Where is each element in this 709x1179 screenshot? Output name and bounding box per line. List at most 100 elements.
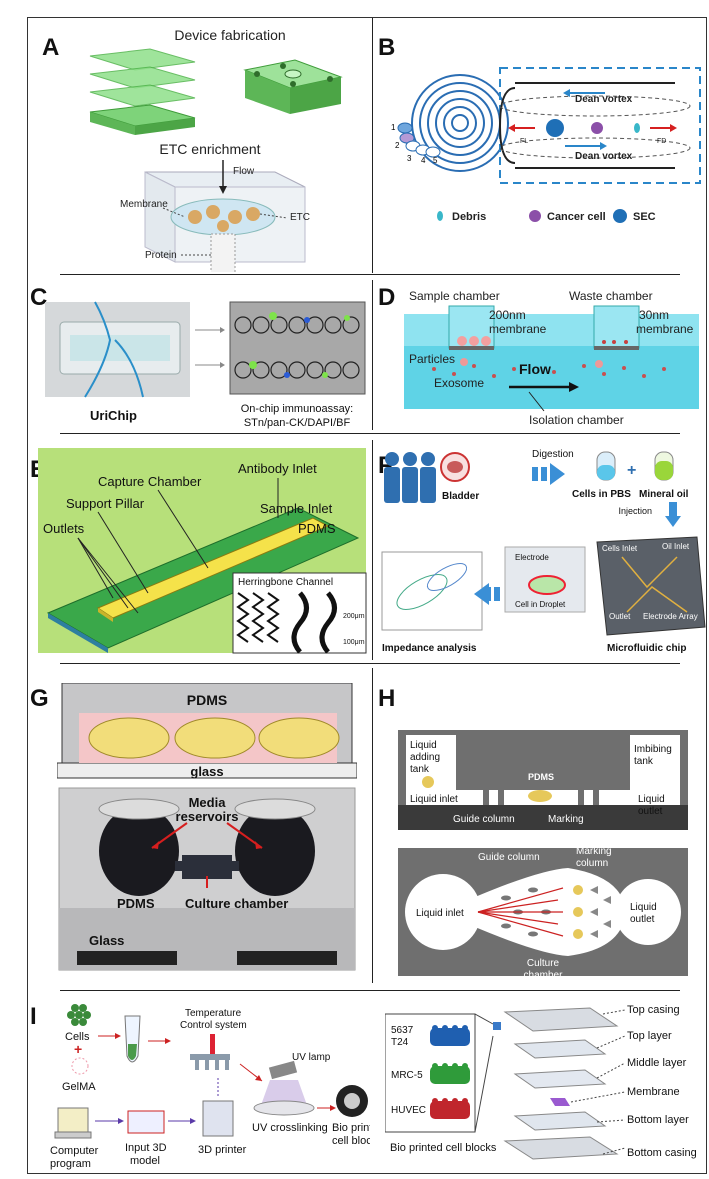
digestion-label: Digestion (532, 449, 574, 460)
pdms-label-h: PDMS (528, 772, 554, 782)
guide-column-h2: Guide column (478, 852, 540, 863)
divider-vertical-gh (372, 668, 373, 983)
outlet-5: 5 (433, 156, 438, 165)
membrane-label-a: Membrane (120, 199, 168, 210)
pdms-photo-label: PDMS (117, 896, 155, 911)
capture-chamber-label: Capture Chamber (98, 474, 202, 489)
membrane-label-i: Membrane (627, 1086, 680, 1098)
block1-label: 5637 (391, 1025, 414, 1036)
legend-debris: Debris (452, 211, 486, 223)
bladder-label: Bladder (442, 491, 479, 502)
injection-label: Injection (618, 506, 652, 516)
temp-label1: Temperature (185, 1008, 242, 1019)
top-layer-label: Top layer (627, 1030, 672, 1042)
chip-layers-exploded (89, 48, 196, 135)
panel-d-figure: Sample chamber Waste chamber 200nm membr… (404, 289, 699, 427)
outlet-4: 4 (421, 156, 426, 165)
divider-gh-i (60, 990, 680, 991)
legend-sec: SEC (633, 211, 656, 223)
pdms-label-e: PDMS (298, 521, 336, 536)
top-casing-label: Top casing (627, 1004, 680, 1016)
bottom-casing-label: Bottom casing (627, 1147, 697, 1159)
uv-lamp-label: UV lamp (292, 1052, 331, 1063)
antibody-inlet-label: Antibody Inlet (238, 461, 317, 476)
divider-vertical-ab (372, 18, 373, 273)
green-cell-block (430, 1063, 470, 1084)
scale-200: 200μm (343, 613, 365, 620)
glass-label-g: glass (190, 764, 223, 779)
impedance-plot (381, 551, 483, 631)
microfluidic-chip (596, 536, 706, 636)
protein-label: Protein (145, 250, 177, 261)
panel-b-legend: Debris Cancer cell SEC (437, 209, 656, 223)
urichip-label: UriChip (90, 408, 137, 423)
outlet-3: 3 (407, 154, 412, 163)
immunoassay-line2: STn/pan-CK/DAPI/BF (244, 417, 351, 429)
blocks-caption: Bio printed cell blocks (390, 1142, 497, 1154)
uv-cross-label: UV crosslinking (252, 1122, 328, 1134)
cells-pbs-label: Cells in PBS (572, 489, 631, 500)
culture-chamber-label: Culture chamber (185, 896, 288, 911)
bottom-layer-label: Bottom layer (627, 1114, 689, 1126)
panel-d-letter: D (378, 284, 396, 311)
liquid-outlet-h4: outlet (630, 914, 655, 925)
panel-b-letter: B (378, 34, 396, 61)
figure-frame (27, 17, 707, 1174)
outlet-1: 1 (391, 123, 396, 132)
marking-column-h1: Marking (576, 846, 612, 857)
outlets-label: Outlets (43, 521, 85, 536)
cell-droplet-label: Cell in Droplet (515, 600, 566, 609)
outlet-bulbs (397, 122, 441, 158)
waste-chamber-label: Waste chamber (569, 289, 653, 303)
culture-h2: chamber (524, 970, 564, 981)
spheroids (88, 717, 340, 759)
media-label: Media (189, 795, 227, 810)
panel-g-letter: G (30, 685, 49, 712)
liquid-inlet-h1: Liquid inlet (410, 794, 458, 805)
panel-i-figure: Cells + GelMA Temperature Control system… (50, 1004, 370, 1170)
imbibing-label2: tank (634, 756, 654, 767)
gelma-label: GelMA (62, 1081, 96, 1093)
electrode-array-label: Electrode Array (643, 612, 698, 621)
panel-h-figure: Liquid adding tank Imbibing tank PDMS Li… (398, 730, 688, 981)
block2-label: MRC-5 (391, 1070, 423, 1081)
panel-a-figure: Device fabrication ETC enrichment Flow M… (89, 27, 343, 272)
spiral-channel (411, 74, 509, 172)
panel-i-letter: I (30, 1003, 37, 1030)
cells-label-i: Cells (65, 1031, 90, 1043)
impedance-label: Impedance analysis (382, 643, 477, 654)
bio-printed-label1: Bio printed (332, 1122, 370, 1134)
membrane200-label: 200nm (489, 308, 526, 322)
flow-label-a: Flow (233, 166, 255, 177)
block1b-label: T24 (391, 1037, 409, 1048)
oil-inlet-label: Oil Inlet (662, 542, 690, 551)
microfluidic-label: Microfluidic chip (607, 643, 686, 654)
panel-e-figure: Capture Chamber Antibody Inlet Support P… (38, 448, 367, 654)
scale-100: 100μm (343, 639, 365, 646)
membrane30-label: 30nm (639, 308, 669, 322)
marking-h1: Marking (548, 814, 584, 825)
exosome-label: Exosome (434, 376, 484, 390)
divider-vertical-cd (372, 280, 373, 430)
divider-cd-ef (60, 433, 680, 434)
panel-g-figure: PDMS glass Media reservoirs PDMS Culture… (57, 683, 357, 971)
liquid-adding-label2: adding (410, 752, 440, 763)
guide-column-h1: Guide column (453, 814, 515, 825)
blue-cell-block (430, 1025, 470, 1046)
etc-label: ETC (290, 212, 310, 223)
outlet-f-label: Outlet (609, 612, 631, 621)
exploded-layers (503, 1007, 619, 1160)
bio-printed-label2: cell block (332, 1135, 370, 1147)
input-label2: model (130, 1155, 160, 1167)
membrane30-label2: membrane (636, 322, 694, 336)
temp-label2: Control system (180, 1020, 247, 1031)
dean-vortex-top: Dean vortex (575, 94, 633, 105)
mineral-oil-label: Mineral oil (639, 489, 689, 500)
membrane200-label2: membrane (489, 322, 547, 336)
herringbone-inset (232, 572, 367, 654)
support-pillar-label: Support Pillar (66, 496, 145, 511)
divider-ab-cd (60, 274, 680, 275)
cells-icon (67, 1004, 91, 1026)
liquid-outlet-h3: Liquid (630, 902, 657, 913)
chip-assembled (243, 59, 343, 114)
